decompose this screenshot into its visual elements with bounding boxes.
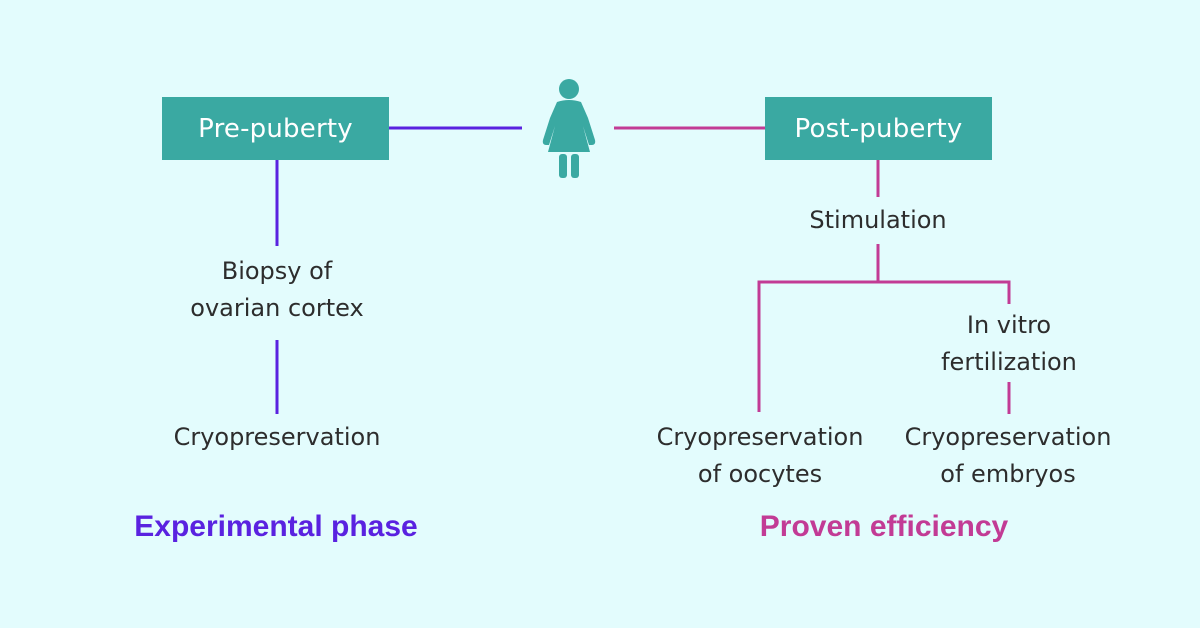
- post-puberty-box: Post-puberty: [765, 97, 992, 160]
- ivf-label: In vitro fertilization: [904, 307, 1114, 381]
- post-puberty-label: Post-puberty: [794, 113, 963, 144]
- pre-puberty-box: Pre-puberty: [162, 97, 389, 160]
- embryos-label: Cryopreservation of embryos: [886, 419, 1130, 493]
- experimental-phase-label: Experimental phase: [134, 510, 418, 543]
- biopsy-label: Biopsy of ovarian cortex: [160, 253, 394, 327]
- cryopreservation-left-label: Cryopreservation: [173, 423, 381, 451]
- biopsy-line-2: ovarian cortex: [190, 294, 364, 322]
- embryos-line-2: of embryos: [940, 460, 1076, 488]
- ivf-line-1: In vitro: [966, 311, 1052, 339]
- connector-stimulation-to-ivf: [878, 280, 1011, 304]
- woman-icon: [542, 79, 596, 178]
- oocytes-line-2: of oocytes: [697, 460, 823, 488]
- oocytes-label: Cryopreservation of oocytes: [638, 419, 882, 493]
- biopsy-line-1: Biopsy of: [221, 257, 333, 285]
- proven-efficiency-label: Proven efficiency: [759, 510, 1009, 543]
- embryos-line-1: Cryopreservation: [904, 423, 1112, 451]
- stimulation-label: Stimulation: [809, 206, 947, 234]
- oocytes-line-1: Cryopreservation: [656, 423, 864, 451]
- connector-stimulation-split: [757, 244, 880, 412]
- ivf-line-2: fertilization: [941, 348, 1077, 376]
- pre-puberty-label: Pre-puberty: [198, 113, 353, 144]
